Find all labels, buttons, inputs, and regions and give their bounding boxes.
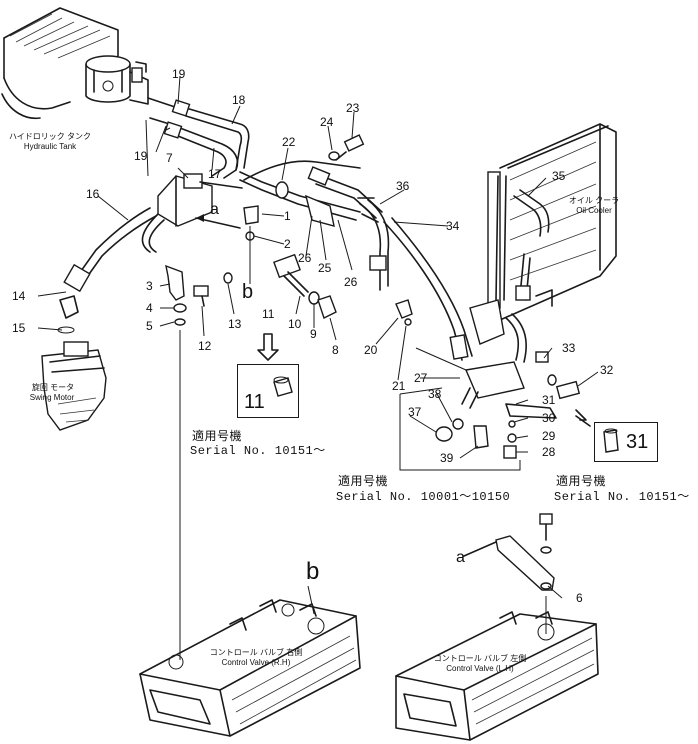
parts-10-13	[193, 253, 337, 319]
hose-18	[171, 99, 250, 171]
serial-middle-jp: 適用号機	[338, 475, 389, 489]
hose-17	[163, 121, 239, 179]
inset-box-31	[594, 422, 658, 462]
view-b2-label: b	[306, 558, 320, 585]
hydraulic-tank	[1, 7, 179, 177]
control-valve-rh-jp-label: コントロール バルブ 右側	[209, 648, 303, 657]
hose-16	[63, 207, 165, 293]
part-number-34: 34	[446, 219, 460, 233]
fitting-20	[395, 299, 413, 326]
hose-35	[495, 175, 550, 301]
tube-assembly-27-33	[415, 299, 581, 459]
part-number-26b: 26	[344, 275, 358, 289]
swing-motor-jp-label: 旋回 モータ	[31, 383, 75, 392]
part-number-35: 35	[552, 169, 566, 183]
tubes-22-26	[239, 134, 383, 227]
part-number-7: 7	[166, 151, 173, 165]
parts-1-2	[243, 205, 259, 284]
part-number-5: 5	[146, 319, 153, 333]
arrows	[195, 214, 591, 557]
part-number-31: 31	[542, 393, 556, 407]
serial-right-jp: 適用号機	[556, 475, 607, 489]
serial-middle: Serial No. 10001～10150	[336, 490, 511, 504]
part-number-4: 4	[146, 301, 153, 315]
part-number-30: 30	[542, 411, 556, 425]
part-number-32: 32	[600, 363, 614, 377]
fittings-3-4-5	[165, 264, 187, 660]
part-number-38: 38	[428, 387, 442, 401]
bracket-6	[495, 513, 555, 634]
inset-10001-10150	[399, 387, 521, 471]
control-valve-lh-jp-label: コントロール バルブ 左側	[433, 654, 527, 663]
part-number-24: 24	[320, 115, 334, 129]
oil-cooler-jp-label: オイル クーラ	[568, 196, 620, 205]
part-number-19b: 19	[134, 149, 148, 163]
swing-motor	[41, 295, 107, 431]
leaders	[37, 75, 599, 599]
hose-36	[357, 197, 390, 291]
hydraulic-tank-jp-label: ハイドロリック タンク	[8, 132, 92, 141]
hydraulic-tank-label: Hydraulic Tank	[23, 142, 77, 151]
view-a-label: a	[210, 201, 219, 218]
part-number-2: 2	[284, 237, 291, 251]
part-number-1: 1	[284, 209, 291, 223]
part-number-15: 15	[12, 321, 26, 335]
part-number-33: 33	[562, 341, 576, 355]
part-number-18: 18	[232, 93, 246, 107]
part-number-13: 13	[228, 317, 242, 331]
part-number-19a: 19	[172, 67, 186, 81]
part-number-17: 17	[208, 167, 222, 181]
serial-left: Serial No. 10151～	[190, 444, 326, 458]
part-number-11: 11	[262, 307, 275, 321]
part-number-12: 12	[198, 339, 212, 353]
hose-34	[383, 217, 473, 361]
part-number-8: 8	[332, 343, 339, 357]
inset-31-label: 31	[626, 431, 649, 453]
part-number-27: 27	[414, 371, 428, 385]
part-number-10: 10	[288, 317, 302, 331]
inset-11-fitting	[273, 376, 293, 397]
part-number-28: 28	[542, 445, 556, 459]
serial-left-jp: 適用号機	[192, 430, 243, 444]
control-valve-rh	[139, 585, 361, 737]
oil-cooler	[487, 123, 617, 321]
part-number-23: 23	[346, 101, 360, 115]
part-number-22: 22	[282, 135, 296, 149]
part-number-14: 14	[12, 289, 26, 303]
serial-right: Serial No. 10151～	[554, 490, 690, 504]
part-number-20: 20	[364, 343, 378, 357]
part-number-29: 29	[542, 429, 556, 443]
part-number-3: 3	[146, 279, 153, 293]
inset-31-fitting	[603, 428, 619, 453]
part-number-6: 6	[576, 591, 583, 605]
part-number-36: 36	[396, 179, 410, 193]
inset-box-11	[237, 364, 299, 418]
part-number-25: 25	[318, 261, 332, 275]
oil-cooler-label: Oil Cooler	[576, 206, 612, 215]
view-a2-label: a	[456, 549, 465, 566]
control-valve-lh-label: Control Valve (L.H)	[446, 664, 514, 673]
control-valve-lh	[395, 611, 599, 741]
part-number-37: 37	[408, 405, 422, 419]
inset-11-label: 11	[244, 391, 265, 413]
part-number-9: 9	[310, 327, 317, 341]
part-number-26a: 26	[298, 251, 312, 265]
part-number-16: 16	[86, 187, 100, 201]
part-number-21: 21	[392, 379, 406, 393]
view-b-label: b	[242, 281, 254, 303]
control-valve-rh-label: Control Valve (R.H)	[221, 658, 291, 667]
swing-motor-label: Swing Motor	[29, 393, 75, 402]
part-number-39: 39	[440, 451, 454, 465]
